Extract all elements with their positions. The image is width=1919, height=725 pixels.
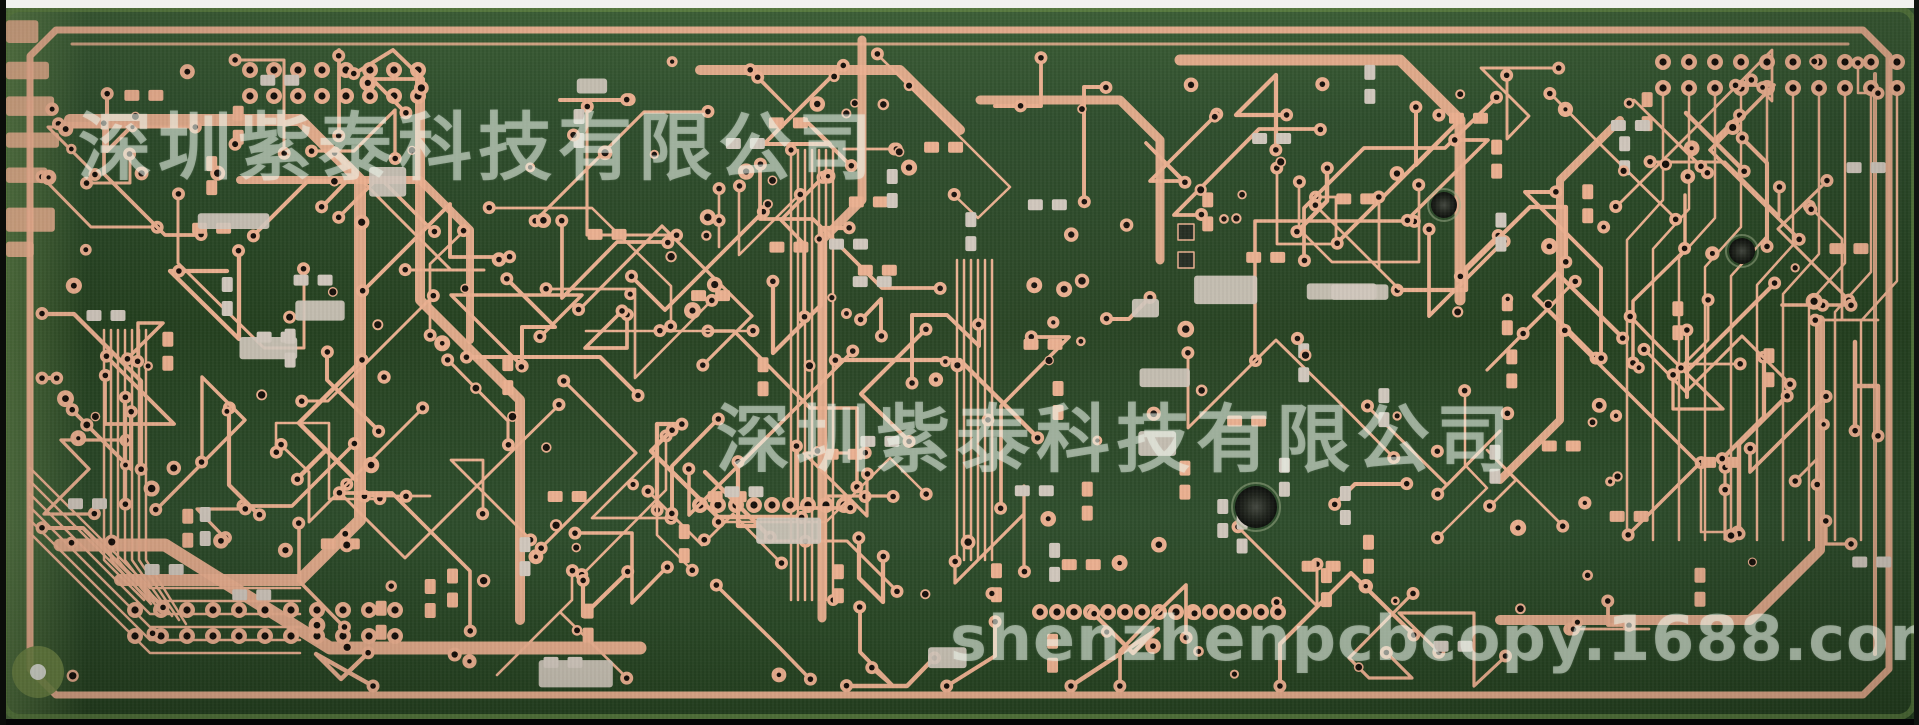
scanner-background-right-strip — [1914, 0, 1919, 725]
scanner-background-bottom-strip — [0, 719, 1919, 725]
scanner-background-left-strip — [0, 0, 6, 725]
scanner-background-top-strip — [0, 0, 1919, 8]
